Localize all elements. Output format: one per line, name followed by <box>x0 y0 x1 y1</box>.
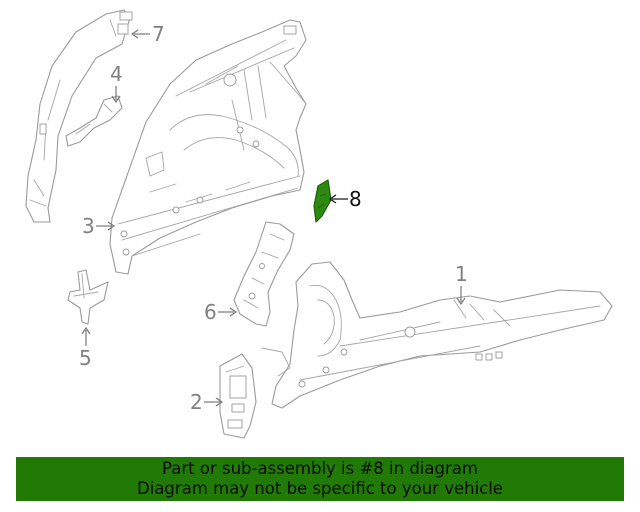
callout-6: 6 <box>204 300 217 324</box>
banner-line-1: Part or sub-assembly is #8 in diagram <box>162 459 478 478</box>
callout-4-arrow <box>111 95 121 104</box>
callout-7: 7 <box>152 22 165 46</box>
part-2-plate <box>219 353 257 439</box>
callout-3: 3 <box>82 214 95 238</box>
callout-5-arrow <box>81 326 91 335</box>
callout-5: 5 <box>79 346 92 370</box>
callout-8: 8 <box>349 187 362 211</box>
callout-2: 2 <box>190 390 203 414</box>
parts-diagram: 1 2 3 4 5 6 7 8 <box>25 9 613 439</box>
part-5-bracket <box>67 269 109 325</box>
callout-1: 1 <box>455 262 468 286</box>
callout-7-arrow <box>130 29 139 39</box>
info-banner: Part or sub-assembly is #8 in diagram Di… <box>16 457 624 501</box>
part-7-pillar <box>25 9 133 223</box>
part-4-bracket <box>65 95 123 147</box>
part-8-gusset-highlighted <box>313 179 332 223</box>
callout-1-arrow <box>456 297 466 306</box>
part-1-side-member <box>261 261 613 409</box>
callout-8-arrow <box>328 194 337 204</box>
callout-2-arrow <box>215 397 224 407</box>
callout-4: 4 <box>110 62 123 86</box>
callout-6-arrow <box>229 307 238 317</box>
banner-line-2: Diagram may not be specific to your vehi… <box>137 479 503 498</box>
part-6-bracket <box>233 221 295 327</box>
part-3-apron-assembly <box>109 19 307 275</box>
callout-3-arrow <box>107 221 116 231</box>
